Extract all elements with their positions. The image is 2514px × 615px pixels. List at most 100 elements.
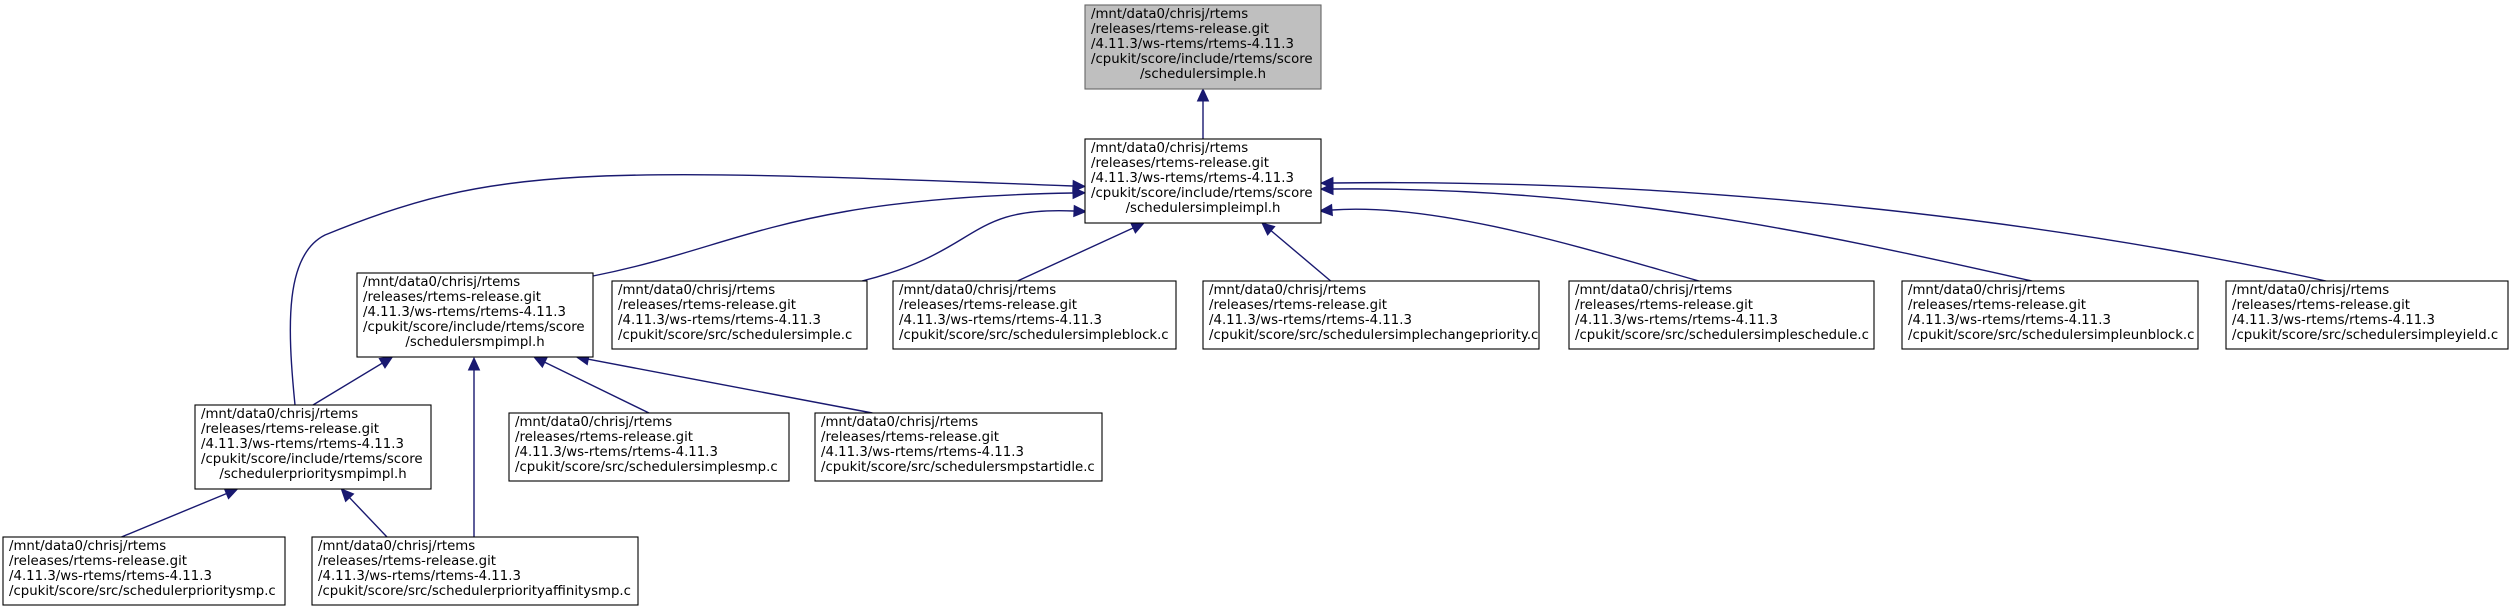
edge-line — [588, 358, 873, 414]
node-schedulersmpimpl-h[interactable]: /mnt/data0/chrisj/rtems/releases/rtems-r… — [356, 272, 594, 358]
edge-line — [121, 492, 227, 538]
node-label-line: /4.11.3/ws-rtems/rtems-4.11.3 — [1209, 313, 1412, 328]
node-label-line: /mnt/data0/chrisj/rtems — [318, 539, 475, 554]
arrowhead-icon — [1318, 203, 1333, 217]
node-schedulersimpleunblock-c[interactable]: /mnt/data0/chrisj/rtems/releases/rtems-r… — [1901, 280, 2199, 350]
edge-line — [544, 361, 650, 414]
node-schedulerpriorityaffinitysmp-c[interactable]: /mnt/data0/chrisj/rtems/releases/rtems-r… — [311, 536, 639, 606]
node-label-line: /releases/rtems-release.git — [618, 298, 796, 313]
node-label-line: /4.11.3/ws-rtems/rtems-4.11.3 — [363, 305, 566, 320]
node-label-line: /releases/rtems-release.git — [9, 554, 187, 569]
node-label-line: /schedulersimple.h — [1140, 67, 1266, 82]
node-label-line: /cpukit/score/src/schedulersimpleschedul… — [1575, 328, 1869, 343]
node-label-line: /mnt/data0/chrisj/rtems — [1209, 283, 1366, 298]
edge-schedulerpriorityaffinitysmp_c-to-schedulersmpimpl_h — [467, 356, 481, 537]
node-schedulersimpleblock-c[interactable]: /mnt/data0/chrisj/rtems/releases/rtems-r… — [892, 280, 1177, 350]
node-schedulersimplesmp-c[interactable]: /mnt/data0/chrisj/rtems/releases/rtems-r… — [508, 412, 790, 482]
edge-schedulerprioritysmp_c-to-schedulerprioritysmpimpl_h — [121, 487, 239, 538]
arrowhead-icon — [467, 356, 481, 371]
arrowhead-icon — [1319, 176, 1334, 190]
node-box — [356, 272, 594, 358]
edge-schedulersimpleimpl_h-to-schedulersimple_h — [1196, 87, 1210, 139]
node-label-line: /4.11.3/ws-rtems/rtems-4.11.3 — [618, 313, 821, 328]
node-label-line: /releases/rtems-release.git — [1091, 22, 1269, 37]
node-label-line: /4.11.3/ws-rtems/rtems-4.11.3 — [821, 445, 1024, 460]
node-box — [508, 412, 790, 482]
node-label-line: /4.11.3/ws-rtems/rtems-4.11.3 — [318, 569, 521, 584]
node-label-line: /4.11.3/ws-rtems/rtems-4.11.3 — [515, 445, 718, 460]
edge-line — [861, 209, 1075, 282]
node-label-line: /cpukit/score/src/schedulersimpleyield.c — [2232, 328, 2498, 343]
node-label-line: /4.11.3/ws-rtems/rtems-4.11.3 — [9, 569, 212, 584]
edge-schedulersmpstartidle_c-to-schedulersmpimpl_h — [575, 353, 873, 414]
node-label-line: /releases/rtems-release.git — [1908, 298, 2086, 313]
edge-schedulerprioritysmpimpl_h-to-schedulersmpimpl_h — [312, 356, 394, 406]
node-box — [1568, 280, 1875, 350]
node-label-line: /4.11.3/ws-rtems/rtems-4.11.3 — [2232, 313, 2435, 328]
node-label-line: /releases/rtems-release.git — [363, 290, 541, 305]
node-label-line: /releases/rtems-release.git — [515, 430, 693, 445]
edge-line — [1017, 227, 1134, 282]
node-schedulersimplechangepriority-c[interactable]: /mnt/data0/chrisj/rtems/releases/rtems-r… — [1202, 280, 1540, 350]
node-label-line: /cpukit/score/src/schedulerpriorityaffin… — [318, 584, 631, 599]
node-label-line: /releases/rtems-release.git — [1209, 298, 1387, 313]
node-label-line: /mnt/data0/chrisj/rtems — [9, 539, 166, 554]
arrowhead-icon — [340, 488, 355, 503]
edge-schedulersimplesmp_c-to-schedulersmpimpl_h — [532, 356, 650, 414]
node-box — [1901, 280, 2199, 350]
node-schedulersmpstartidle-c[interactable]: /mnt/data0/chrisj/rtems/releases/rtems-r… — [814, 412, 1103, 482]
edge-schedulersimpleunblock_c-to-schedulersimpleimpl_h — [1319, 182, 2033, 282]
node-label-line: /mnt/data0/chrisj/rtems — [1908, 283, 2065, 298]
node-label-line: /4.11.3/ws-rtems/rtems-4.11.3 — [1908, 313, 2111, 328]
node-label-line: /cpukit/score/src/schedulersimplechangep… — [1209, 328, 1538, 343]
node-box — [194, 404, 432, 490]
node-label-line: /releases/rtems-release.git — [318, 554, 496, 569]
node-label-line: /mnt/data0/chrisj/rtems — [201, 407, 358, 422]
node-box — [2225, 280, 2509, 350]
edge-line — [289, 173, 1074, 406]
node-label-line: /4.11.3/ws-rtems/rtems-4.11.3 — [1091, 37, 1294, 52]
edge-schedulersimple_c-to-schedulersimpleimpl_h — [861, 204, 1088, 282]
node-label-line: /mnt/data0/chrisj/rtems — [2232, 283, 2389, 298]
node-schedulersimpleyield-c[interactable]: /mnt/data0/chrisj/rtems/releases/rtems-r… — [2225, 280, 2509, 350]
edge-line — [1270, 230, 1332, 282]
arrowhead-icon — [223, 487, 239, 500]
edge-line — [1332, 188, 2033, 282]
node-label-line: /cpukit/score/include/rtems/score — [201, 452, 423, 467]
edge-line — [1331, 208, 1700, 282]
node-label-line: /mnt/data0/chrisj/rtems — [515, 415, 672, 430]
node-box — [892, 280, 1177, 350]
node-label-line: /schedulerprioritysmpimpl.h — [219, 467, 406, 482]
node-schedulerprioritysmp-c[interactable]: /mnt/data0/chrisj/rtems/releases/rtems-r… — [2, 536, 286, 606]
edge-schedulersimpleschedule_c-to-schedulersimpleimpl_h — [1318, 203, 1700, 282]
arrowhead-icon — [1196, 87, 1210, 102]
node-schedulersimpleschedule-c[interactable]: /mnt/data0/chrisj/rtems/releases/rtems-r… — [1568, 280, 1875, 350]
node-label-line: /mnt/data0/chrisj/rtems — [363, 275, 520, 290]
edge-line — [349, 497, 388, 538]
arrowhead-icon — [1072, 179, 1087, 193]
edge-line — [312, 362, 383, 406]
node-label-line: /4.11.3/ws-rtems/rtems-4.11.3 — [1575, 313, 1778, 328]
edge-schedulersimpleblock_c-to-schedulersimpleimpl_h — [1017, 222, 1146, 282]
edge-schedulersimplechangepriority_c-to-schedulersimpleimpl_h — [1261, 222, 1332, 282]
arrowhead-icon — [1130, 222, 1146, 234]
node-schedulersimple-h[interactable]: /mnt/data0/chrisj/rtems/releases/rtems-r… — [1084, 4, 1322, 90]
node-schedulerprioritysmpimpl-h[interactable]: /mnt/data0/chrisj/rtems/releases/rtems-r… — [194, 404, 432, 490]
node-label-line: /releases/rtems-release.git — [899, 298, 1077, 313]
node-label-line: /releases/rtems-release.git — [1091, 156, 1269, 171]
node-label-line: /releases/rtems-release.git — [1575, 298, 1753, 313]
node-box — [1084, 138, 1322, 224]
node-label-line: /mnt/data0/chrisj/rtems — [1091, 7, 1248, 22]
node-label-line: /releases/rtems-release.git — [201, 422, 379, 437]
node-label-line: /mnt/data0/chrisj/rtems — [821, 415, 978, 430]
node-box — [611, 280, 868, 350]
edge-line — [592, 192, 1074, 277]
node-schedulersimpleimpl-h[interactable]: /mnt/data0/chrisj/rtems/releases/rtems-r… — [1084, 138, 1322, 224]
edge-schedulersmpimpl_h-to-schedulersimpleimpl_h — [592, 186, 1087, 277]
node-schedulersimple-c[interactable]: /mnt/data0/chrisj/rtems/releases/rtems-r… — [611, 280, 868, 350]
node-label-line: /mnt/data0/chrisj/rtems — [618, 283, 775, 298]
arrowhead-icon — [532, 356, 548, 369]
node-label-line: /releases/rtems-release.git — [2232, 298, 2410, 313]
node-label-line: /cpukit/score/include/rtems/score — [1091, 186, 1313, 201]
